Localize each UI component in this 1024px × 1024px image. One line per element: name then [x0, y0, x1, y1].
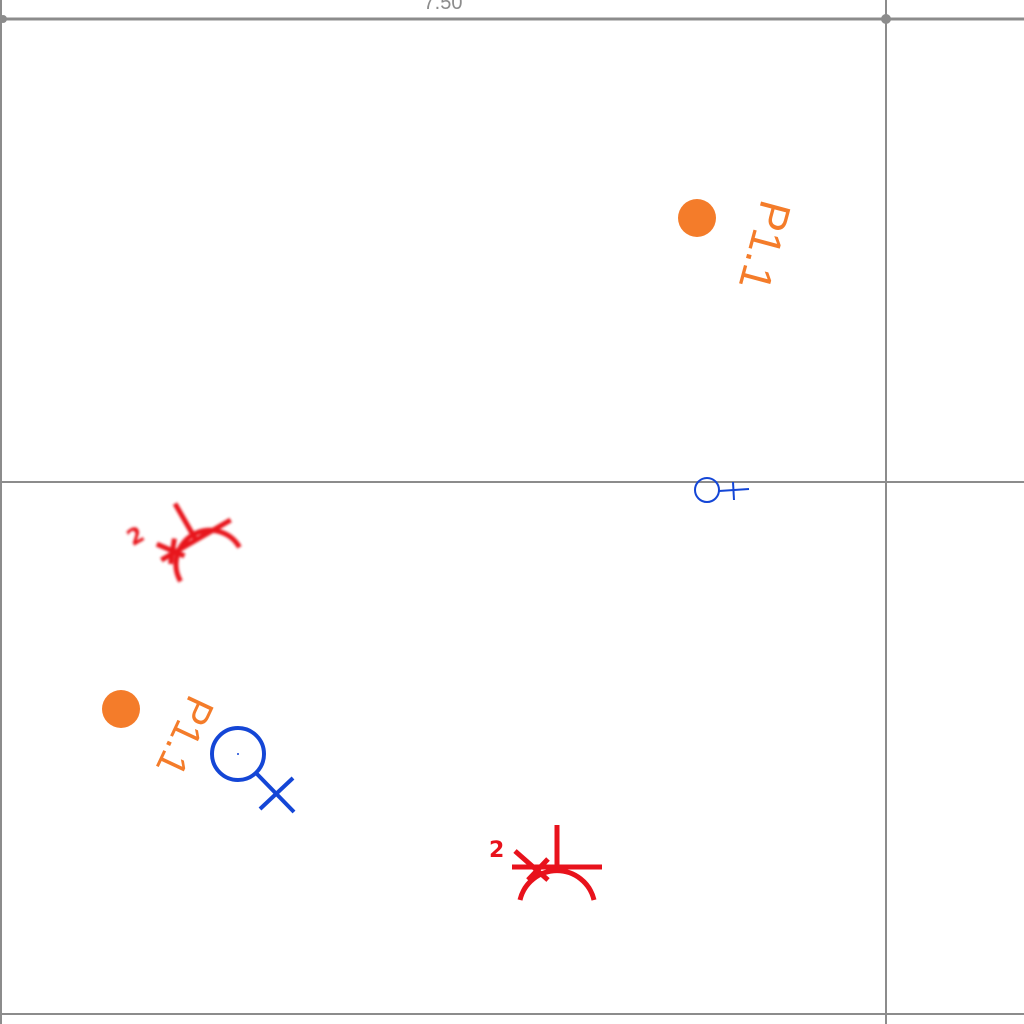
orange-dot [678, 199, 716, 237]
orange-marker-group-top: P1.1 [678, 195, 800, 296]
weld-number: 2 [489, 838, 504, 863]
weld-symbol: 2 [489, 825, 602, 901]
dimension-label: 7.50 [424, 0, 463, 14]
weld-number: 2 [123, 522, 149, 551]
blue-symbol-small [694, 477, 750, 503]
orange-marker-group-bottom: P1.1 [102, 689, 222, 782]
dimension-endpoint-left [0, 15, 7, 23]
p-label: P1.1 [147, 689, 222, 782]
orange-dot [102, 690, 140, 728]
blue-symbol-large [210, 726, 296, 814]
p-label: P1.1 [729, 195, 800, 295]
dimension-endpoint-right [881, 14, 891, 24]
weld-symbol-blurred: 2 [123, 502, 242, 583]
